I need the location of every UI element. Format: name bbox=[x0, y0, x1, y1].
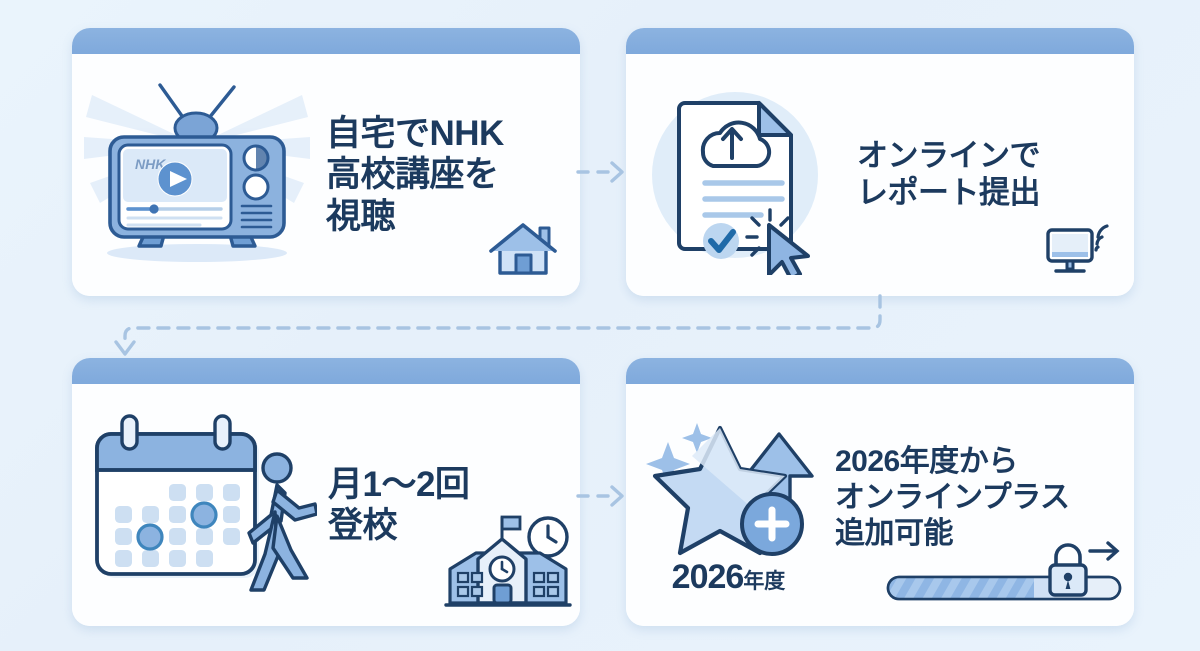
connector-card1-to-card2 bbox=[576, 161, 624, 183]
card-body: オンラインで レポート提出 bbox=[626, 54, 1134, 296]
card-text-column: 自宅でNHK 高校講座を 視聴 bbox=[322, 54, 580, 296]
card-text-column: 月1〜2回 登校 bbox=[322, 384, 580, 626]
card-headline: オンラインで レポート提出 bbox=[857, 138, 1134, 211]
headline-line-3: 視聴 bbox=[326, 196, 396, 236]
calendar-walking-person-icon bbox=[72, 384, 322, 626]
card-headline: 月1〜2回 登校 bbox=[328, 464, 580, 547]
connector-card2-to-card3 bbox=[123, 294, 882, 346]
monitor-wifi-icon bbox=[1042, 215, 1114, 284]
headline-line-2: レポート提出 bbox=[857, 175, 1041, 210]
progress-lock-arrow-icon bbox=[884, 537, 1124, 612]
house-icon bbox=[486, 217, 562, 286]
card-online-plus-2026: 2026年度 2026年度から オンラインプラス 追加可能 bbox=[626, 358, 1134, 626]
card-header-bar bbox=[626, 358, 1134, 384]
card-body: 2026年度 2026年度から オンラインプラス 追加可能 bbox=[626, 384, 1134, 626]
headline-line-1: 自宅でNHK bbox=[326, 114, 504, 154]
headline-line-1: 月1〜2回 bbox=[328, 464, 470, 504]
headline-line-3: 追加可能 bbox=[835, 517, 954, 550]
year-badge-suffix: 年度 bbox=[743, 569, 786, 593]
card-monthly-attendance: 月1〜2回 登校 bbox=[72, 358, 580, 626]
retro-tv-icon: NHK bbox=[72, 54, 322, 296]
year-badge-number: 2026 bbox=[671, 557, 745, 596]
school-clock-icon bbox=[444, 511, 572, 620]
connector-card2-to-card3-arrowhead bbox=[114, 340, 136, 356]
svg-text:NHK: NHK bbox=[135, 156, 166, 172]
connector-card3-to-card4 bbox=[576, 485, 624, 507]
year-badge: 2026年度 bbox=[672, 558, 786, 597]
document-upload-cursor-icon bbox=[626, 54, 851, 296]
card-header-bar bbox=[72, 358, 580, 384]
card-text-column: 2026年度から オンラインプラス 追加可能 bbox=[831, 384, 1134, 626]
headline-line-2: オンラインプラス bbox=[835, 481, 1070, 514]
star-plus-arrow-icon: 2026年度 bbox=[626, 384, 831, 626]
card-header-bar bbox=[626, 28, 1134, 54]
headline-line-1: オンラインで bbox=[857, 138, 1041, 174]
headline-line-2: 登校 bbox=[328, 506, 398, 545]
card-headline: 2026年度から オンラインプラス 追加可能 bbox=[835, 444, 1134, 552]
card-text-column: オンラインで レポート提出 bbox=[851, 54, 1134, 296]
headline-line-1: 2026年度から bbox=[835, 445, 1018, 478]
headline-line-2: 高校講座を bbox=[326, 155, 499, 195]
card-home-viewing: NHK bbox=[72, 28, 580, 296]
card-body: NHK bbox=[72, 54, 580, 296]
card-header-bar bbox=[72, 28, 580, 54]
card-body: 月1〜2回 登校 bbox=[72, 384, 580, 626]
card-online-report: オンラインで レポート提出 bbox=[626, 28, 1134, 296]
card-headline: 自宅でNHK 高校講座を 視聴 bbox=[326, 113, 580, 237]
